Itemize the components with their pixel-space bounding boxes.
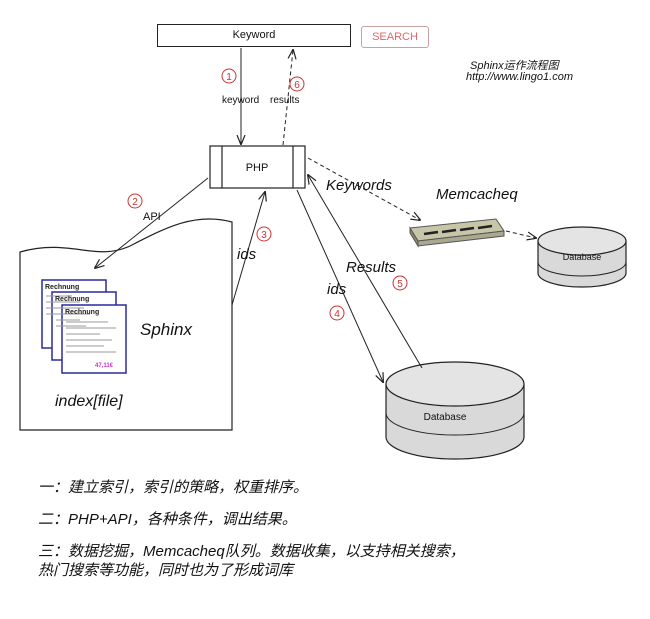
step-3-marker xyxy=(256,226,272,242)
note-2: 二：PHP+API，各种条件，调出结果。 xyxy=(38,511,297,528)
step-4-number: 4 xyxy=(334,309,340,320)
note-3-line-1: 三：数据挖掘，Memcacheq队列。数据收集，以支持相关搜索， xyxy=(38,543,465,560)
php-label: PHP xyxy=(246,162,269,174)
memcacheq-label: Memcacheq xyxy=(436,186,518,203)
step-6-label: results xyxy=(270,95,299,106)
step-5-marker xyxy=(392,275,408,291)
step-4-marker xyxy=(329,305,345,321)
step-4-label: ids xyxy=(327,281,347,298)
step-2-label: API xyxy=(143,211,161,223)
database-small-label: Database xyxy=(563,252,602,262)
arrow-keywords xyxy=(307,157,420,220)
note-3-line-2: 热门搜索等功能，同时也为了形成词库 xyxy=(38,562,294,579)
sphinx-label: Sphinx xyxy=(140,320,192,339)
arrow-sphinx-ids xyxy=(231,192,265,306)
doc-label-2: Rechnung xyxy=(55,296,89,303)
step-1-number: 1 xyxy=(226,72,232,83)
step-6-marker xyxy=(289,76,305,92)
step-3-label: ids xyxy=(237,246,257,263)
notes-section: 一：建立索引，索引的策略，权重排序。 二：PHP+API，各种条件，调出结果。 … xyxy=(38,478,628,593)
step-6-number: 6 xyxy=(294,80,300,91)
index-label: index[file] xyxy=(55,393,123,410)
database-main-icon: Database xyxy=(385,361,525,460)
php-node: PHP xyxy=(209,145,306,189)
step-1-label: keyword xyxy=(222,95,259,106)
step-5-number: 5 xyxy=(397,279,403,290)
keywords-label: Keywords xyxy=(326,177,392,194)
arrow-api xyxy=(95,177,209,268)
step-3-number: 3 xyxy=(261,230,267,241)
database-small-icon: Database xyxy=(537,226,627,288)
step-5-label: Results xyxy=(346,259,397,276)
arrow-db-results xyxy=(308,175,423,369)
doc-label-1: Rechnung xyxy=(45,284,79,291)
keyword-input[interactable]: Keyword xyxy=(157,24,351,47)
step-2-marker xyxy=(127,193,143,209)
step-1-marker xyxy=(221,68,237,84)
doc-label-3: Rechnung xyxy=(65,309,99,316)
doc-amount: 47,11€ xyxy=(95,363,114,369)
note-1: 一：建立索引，索引的策略，权重排序。 xyxy=(38,479,309,496)
document-stack-icon: Rechnung Rechnung Rechnung 47,11€ xyxy=(41,279,127,374)
source-url: http://www.lingo1.com xyxy=(466,71,573,83)
arrow-db-ids xyxy=(296,189,383,382)
database-main-label: Database xyxy=(424,412,467,423)
diagram-title: Sphinx运作流程图 xyxy=(470,60,559,72)
arrow-memcache-db xyxy=(505,230,536,238)
search-button[interactable]: SEARCH xyxy=(361,26,429,48)
note-3: 三：数据挖掘，Memcacheq队列。数据收集，以支持相关搜索， 热门搜索等功能… xyxy=(38,542,628,580)
arrow-results xyxy=(282,50,293,146)
memcacheq-device-icon xyxy=(409,218,505,248)
step-2-number: 2 xyxy=(132,197,138,208)
